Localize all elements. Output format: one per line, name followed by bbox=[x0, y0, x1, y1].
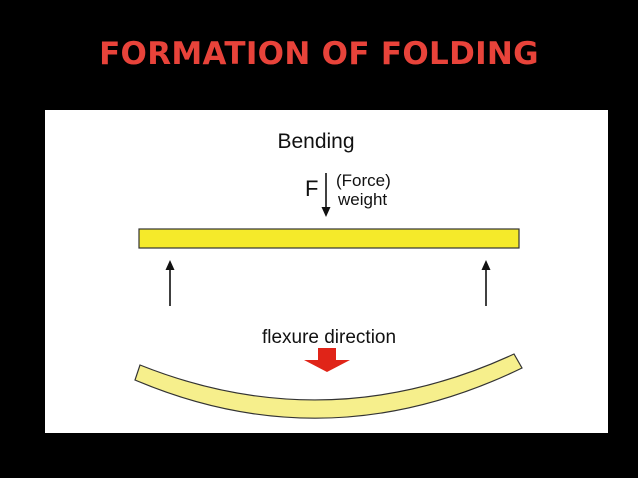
force-arrow-down-icon bbox=[321, 173, 331, 217]
force-label-line1: (Force) bbox=[336, 171, 391, 190]
bending-heading: Bending bbox=[277, 130, 354, 153]
bending-diagram: Bending F (Force) weight flexure directi… bbox=[134, 130, 523, 419]
straight-beam bbox=[138, 228, 520, 249]
force-label-line2: weight bbox=[337, 190, 387, 209]
force-symbol: F bbox=[305, 176, 318, 201]
left-support-arrow-up-icon bbox=[165, 260, 175, 306]
right-support-arrow-up-icon bbox=[481, 260, 491, 306]
slide-title: FORMATION OF FOLDING bbox=[99, 36, 539, 72]
bent-beam bbox=[134, 353, 523, 419]
flexure-label: flexure direction bbox=[262, 327, 396, 348]
flexure-direction-arrow-icon bbox=[304, 348, 350, 372]
figure-panel: Bending F (Force) weight flexure directi… bbox=[45, 110, 608, 433]
